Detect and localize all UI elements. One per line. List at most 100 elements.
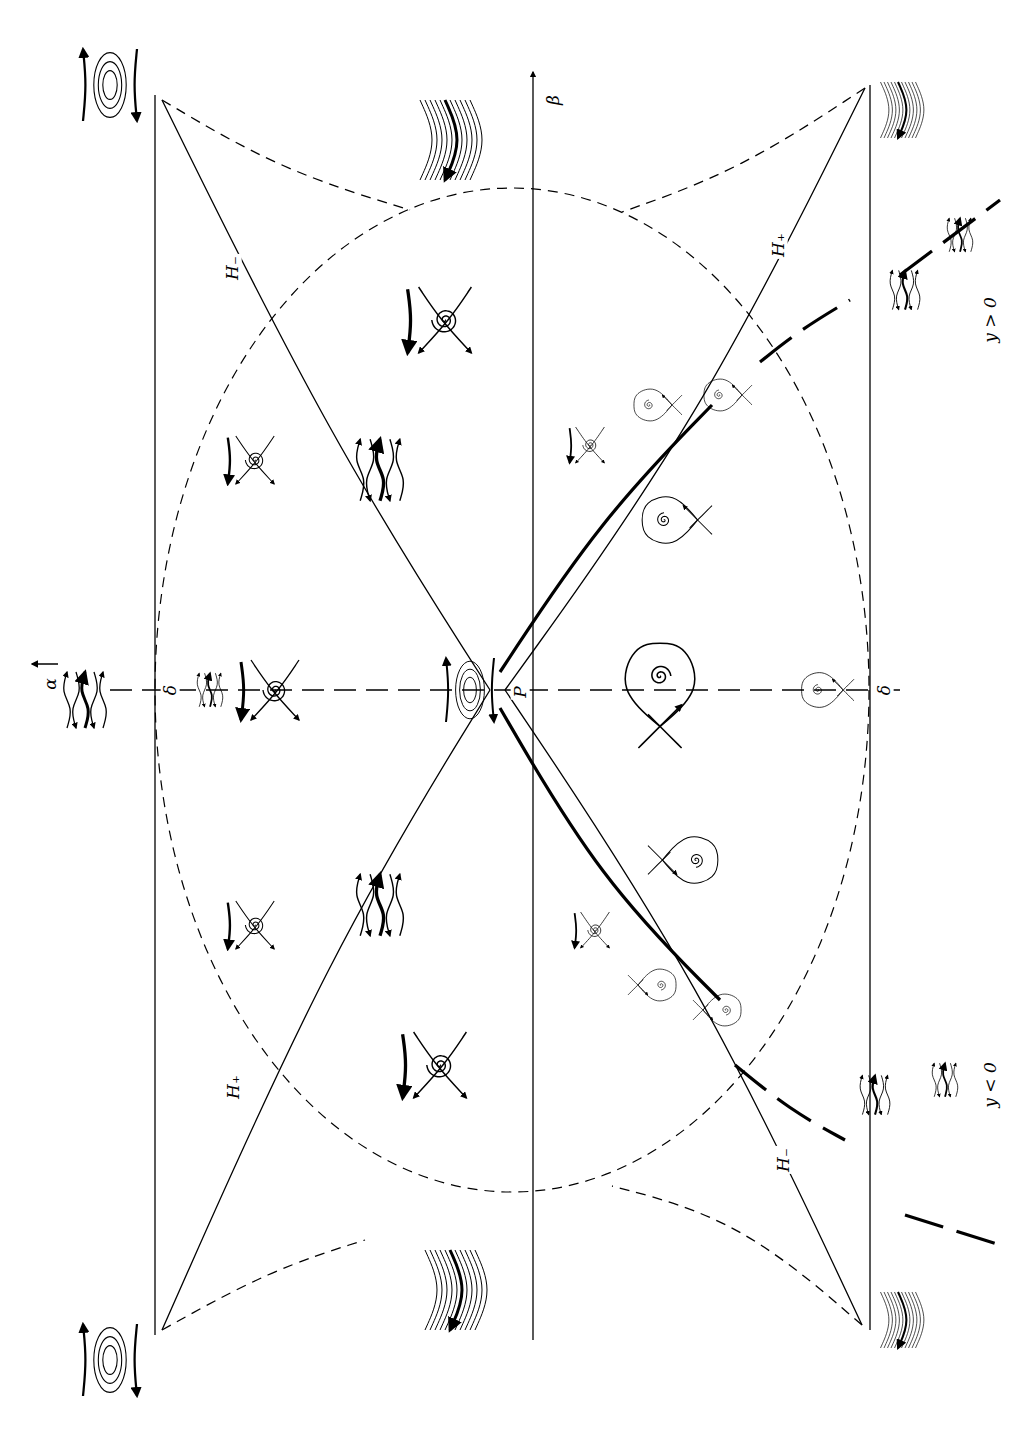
dashed-curve [162,100,410,210]
separatrix [581,912,610,948]
closed-orbit [98,62,121,109]
trajectory [860,1075,865,1114]
phase-portrait [648,837,718,883]
phase-portrait [64,672,107,728]
trajectory [83,1324,85,1396]
alpha-axis [110,689,905,690]
homoclinic-loop [638,969,676,1001]
trajectory [91,672,98,728]
trajectory [909,270,914,309]
curve-label: δ [161,683,180,697]
trajectory [403,1034,406,1098]
homoclinic-loop [625,643,695,726]
curve-label: H₊ [769,231,788,259]
separatrix [638,705,681,748]
separatrix [414,1032,467,1098]
region-label: y > 0 [981,295,1000,344]
curve-label: H₊ [224,1073,243,1101]
separatrix [648,846,677,875]
trajectory [376,439,383,501]
trajectory [932,1063,936,1097]
trajectory [376,874,383,936]
trajectory [135,1324,137,1396]
trajectory [938,1063,942,1097]
curve-label: δ [875,683,894,697]
separatrix [667,395,682,410]
trajectory [228,903,230,949]
trajectory [408,289,411,353]
h-curve [505,88,865,690]
phase-portrait [403,1032,467,1098]
trajectory [197,673,201,707]
trajectory [135,49,137,121]
separatrix [628,975,648,995]
separatrix [251,660,299,720]
separatrix [693,1000,713,1020]
closed-orbit [98,1337,121,1384]
point-label: P [511,684,530,699]
trajectory [916,82,924,138]
phase-portrait [425,1250,487,1330]
thick-curve [500,708,720,1000]
closed-orbit [103,71,117,100]
separatrix [236,436,274,484]
trajectory [885,1075,890,1114]
trajectory [213,673,217,707]
dashed-curve [622,88,865,212]
phase-portrait [357,439,404,501]
separatrix [576,427,605,463]
homoclinic-loop [642,497,697,543]
h-curve [505,690,862,1325]
dashed-curve [162,1240,365,1330]
trajectory [492,658,494,722]
phase-portrait [704,379,752,411]
phase-portrait [860,1075,890,1114]
spiral [658,513,669,526]
separatrix [581,912,610,948]
trajectory [948,1063,952,1097]
phase-portrait [570,427,605,463]
spiral [645,400,652,409]
separatrix [236,901,274,949]
trajectory [890,270,895,309]
phase-portrait [642,497,712,543]
separatrix [419,287,472,353]
trajectory [915,270,920,309]
alpha-arrow [32,663,58,665]
phase-portrait [446,658,494,722]
boundary-line [869,85,870,1330]
trajectory [228,438,230,484]
trajectory [367,439,374,501]
curve-label: H₋ [223,254,242,282]
phase-portrait [634,389,682,421]
trajectory [219,673,223,707]
trajectory [953,218,957,252]
trajectory [357,439,364,501]
trajectory [916,1292,924,1348]
phase-portrait [241,660,299,720]
thick-curve [905,1215,1000,1245]
trajectory [866,1075,871,1114]
phase-portrait [628,969,676,1001]
phase-portrait [802,673,854,708]
closed-orbit [456,661,485,719]
separatrix [419,287,472,353]
trajectory [954,1063,958,1097]
homoclinic-loop [703,994,741,1026]
region-label: y < 0 [981,1060,1000,1109]
phase-portrait [228,901,274,949]
spiral [723,1006,730,1015]
trajectory [82,672,89,728]
phase-portrait [947,218,973,252]
axis-label: β [544,93,563,107]
thick-curve [500,405,712,672]
separatrix [648,714,682,748]
trajectory [470,100,482,180]
phase-portrait [83,1324,137,1396]
separatrix [737,385,752,400]
trajectory [969,218,973,252]
phase-portrait [228,436,274,484]
separatrix [732,385,752,405]
trajectory [367,874,374,936]
phase-portrait [197,673,223,707]
